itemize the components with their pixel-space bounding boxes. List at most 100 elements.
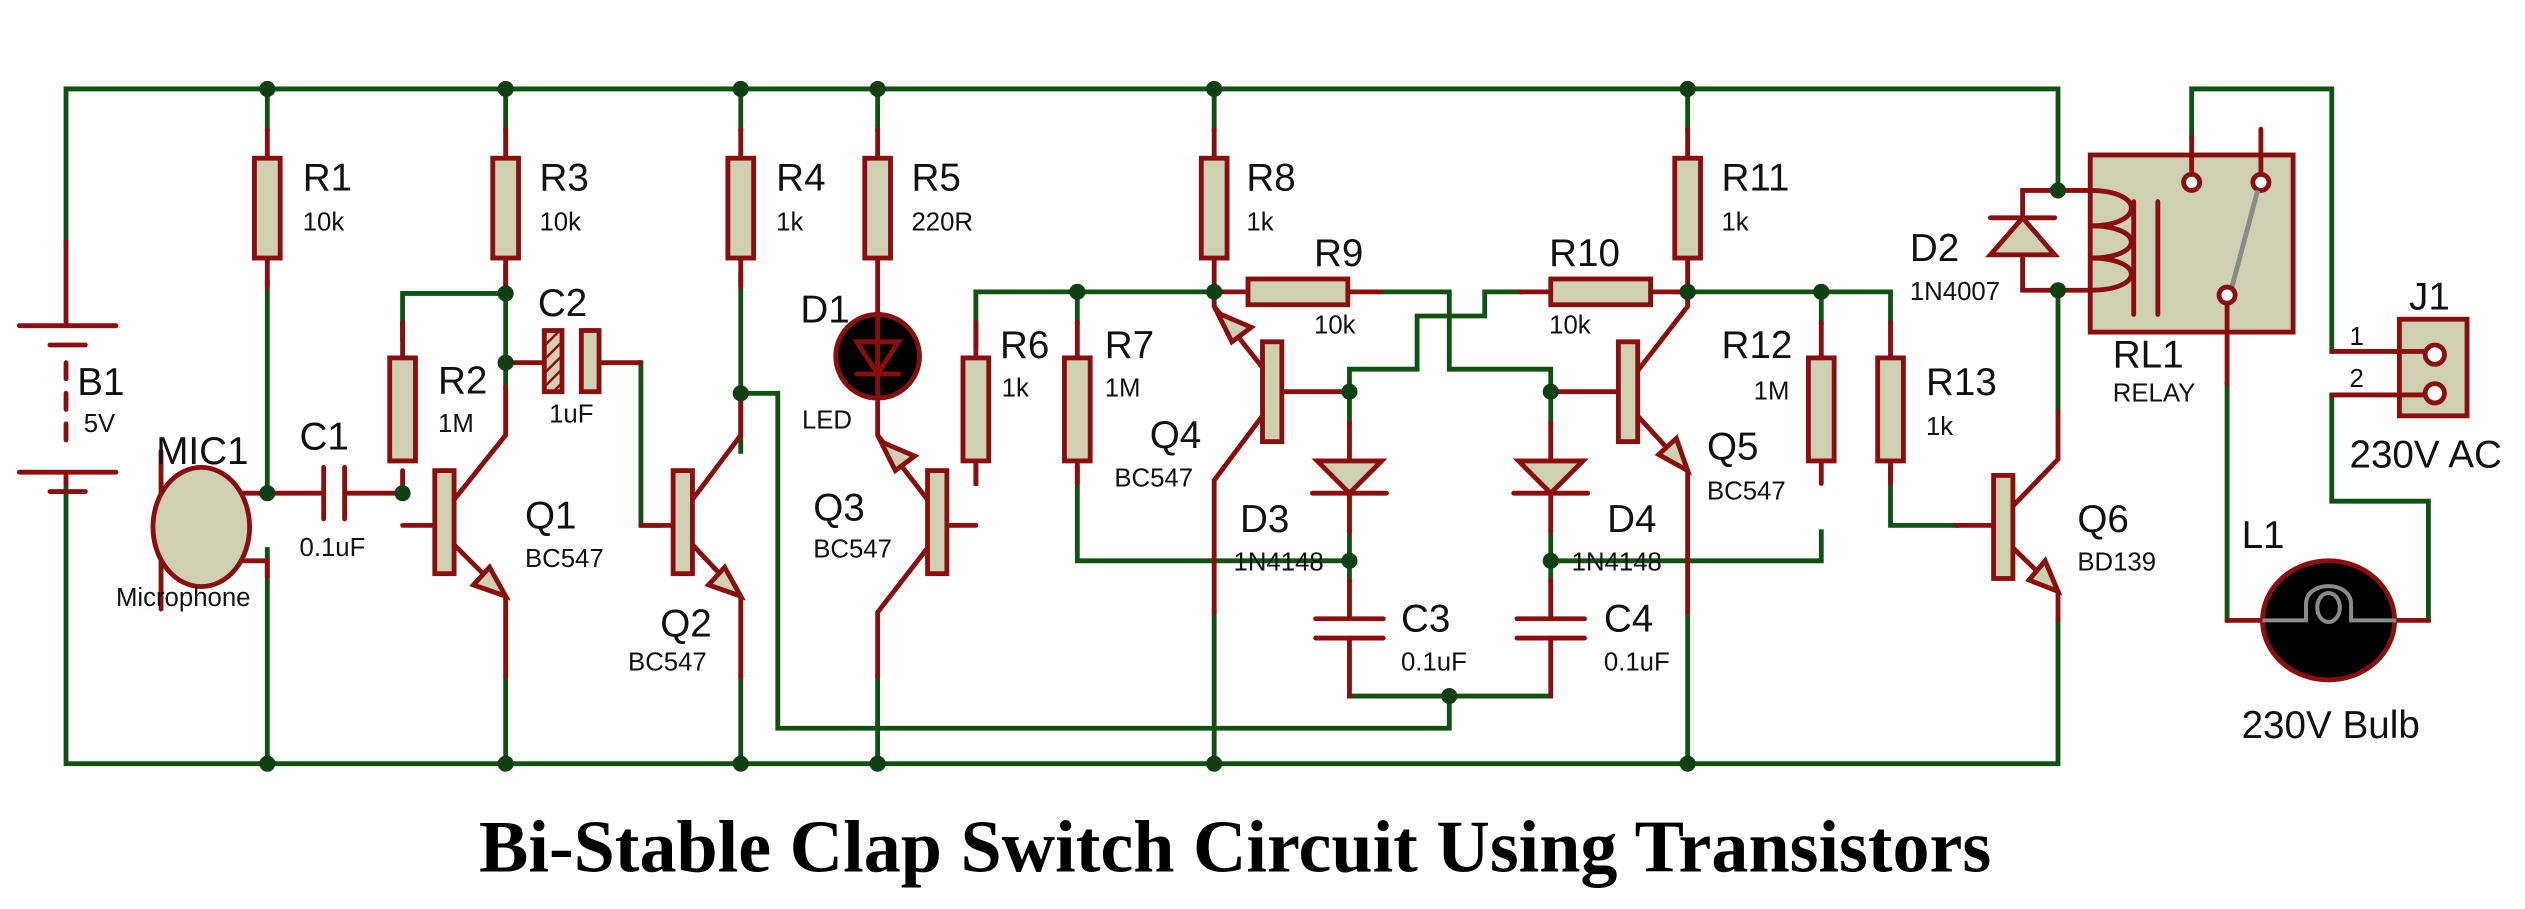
transistor-value: BC547 (1114, 465, 1193, 493)
wire (2329, 392, 2431, 623)
terminal-value: 230V AC (2349, 433, 2501, 476)
microphone-value: Microphone (116, 584, 251, 612)
transistor-Q1: Q1 BC547 (400, 384, 604, 680)
diode-D3: D3 1N4148 (1234, 419, 1389, 576)
resistor-ref: R10 (1549, 232, 1620, 275)
transistor-value: BC547 (1707, 478, 1786, 506)
resistor-ref: R3 (539, 156, 588, 199)
resistor-value: 1M (1105, 375, 1141, 403)
resistor-ref: R11 (1721, 156, 1789, 199)
bottom-rail-wire (63, 481, 2061, 767)
battery-B1: B1 5V (16, 323, 125, 494)
capacitor-value: 0.1uF (1401, 648, 1467, 676)
junctions (259, 80, 2067, 772)
resistor-ref: R6 (1000, 324, 1049, 367)
diode-D2: D2 1N4007 (1910, 187, 2061, 306)
resistor-ref: R1 (303, 156, 352, 199)
resistor-R12: R12 1M (1721, 324, 1837, 464)
lamp-ref: L1 (2242, 514, 2285, 557)
relay-RL1: RL1 RELAY (2055, 126, 2296, 407)
diode-value: 1N4007 (1910, 278, 2000, 306)
pin-stubs (63, 126, 1893, 496)
resistor-ref: R5 (911, 156, 960, 199)
capacitor-ref: C1 (300, 416, 349, 459)
transistor-ref: Q4 (1150, 414, 1202, 457)
diode-ref: D2 (1910, 227, 1959, 270)
transistor-value: BD139 (2077, 548, 2156, 576)
pin-label: 1 (2349, 323, 2363, 351)
led-D1: D1 LED (800, 288, 922, 435)
resistor-value: 1M (1754, 378, 1790, 406)
led-value: LED (802, 407, 852, 435)
resistor-value: 1M (438, 410, 474, 438)
resistor-ref: R12 (1721, 324, 1792, 367)
wire (400, 291, 509, 341)
diode-value: 1N4148 (1572, 548, 1662, 576)
transistor-value: BC547 (813, 536, 892, 564)
resistor-R10: R10 10k (1517, 232, 1691, 340)
resistor-R9: R9 10k (1211, 232, 1383, 340)
terminal-ref: J1 (2409, 276, 2450, 319)
wire (1888, 464, 1959, 528)
resistor-value: 1k (1721, 209, 1748, 237)
resistor-value: 1k (776, 209, 803, 237)
resistor-R5: R5 220R (862, 155, 973, 261)
capacitor-C2: C2 1uF (503, 282, 644, 428)
resistor-value: 220R (911, 209, 973, 237)
wire (1548, 529, 1824, 564)
wire (1074, 464, 1352, 564)
capacitor-value: 1uF (549, 400, 593, 428)
resistor-value: 10k (1314, 312, 1356, 340)
resistor-ref: R7 (1105, 324, 1154, 367)
capacitor-ref: C4 (1604, 598, 1653, 641)
battery-ref: B1 (77, 361, 124, 404)
terminal-J1: 1 2 J1 230V AC (2329, 276, 2502, 476)
diode-ref: D3 (1240, 498, 1289, 541)
diagram-title: Bi-Stable Clap Switch Circuit Using Tran… (479, 807, 1991, 889)
relay-value: RELAY (2113, 379, 2196, 407)
resistor-value: 10k (303, 209, 345, 237)
capacitor-C3: C3 0.1uF (1313, 577, 1467, 699)
resistor-ref: R4 (776, 156, 825, 199)
lamp-L1: L1 230V Bulb (2224, 514, 2431, 747)
resistor-R7: R7 1M (1062, 324, 1154, 464)
resistor-value: 1k (1002, 375, 1029, 403)
transistor-ref: Q5 (1707, 425, 1759, 468)
resistor-R1: R1 10k (252, 155, 352, 261)
transistor-Q4: Q4 BC547 (1114, 289, 1352, 615)
transistor-value: BC547 (525, 545, 604, 573)
wire (738, 390, 1452, 731)
top-rail-wire (63, 86, 2061, 245)
resistor-R3: R3 10k (490, 155, 589, 261)
microphone-ref: MIC1 (156, 430, 248, 473)
resistor-ref: R13 (1926, 361, 1997, 404)
diode-ref: D4 (1607, 498, 1656, 541)
transistor-Q6: Q6 BD139 (1954, 408, 2156, 623)
transistor-ref: Q2 (660, 602, 712, 645)
microphone-MIC1: MIC1 Microphone (116, 430, 270, 612)
transistor-ref: Q6 (2077, 498, 2129, 541)
pin-label: 2 (2349, 365, 2363, 393)
diode-D4: D4 1N4148 (1511, 419, 1662, 576)
capacitor-value: 0.1uF (300, 534, 366, 562)
resistor-R6: R6 1k (960, 324, 1049, 464)
capacitor-C1: C1 0.1uF (264, 416, 405, 562)
led-ref: D1 (800, 288, 849, 331)
resistor-R2: R2 1M (387, 355, 487, 464)
resistor-R13: R13 1k (1875, 355, 1997, 464)
wire (2189, 86, 2335, 354)
transistor-ref: Q3 (813, 487, 865, 530)
capacitor-ref: C3 (1401, 598, 1450, 641)
resistor-ref: R2 (438, 359, 487, 402)
resistor-ref: R8 (1246, 156, 1295, 199)
relay-ref: RL1 (2113, 334, 2184, 377)
resistor-R8: R8 1k (1198, 155, 1296, 261)
wire (1347, 289, 1523, 395)
diode-value: 1N4148 (1234, 548, 1324, 576)
resistor-R11: R11 1k (1672, 155, 1789, 261)
resistor-value: 10k (1549, 312, 1591, 340)
transistor-value: BC547 (628, 648, 707, 676)
wires (63, 86, 2431, 767)
transistor-ref: Q1 (525, 495, 577, 538)
